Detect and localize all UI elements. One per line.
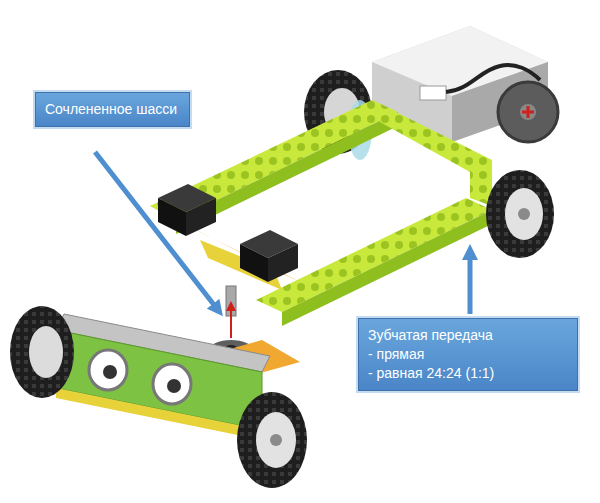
beam xyxy=(380,104,492,206)
plug xyxy=(420,86,446,100)
eye xyxy=(89,350,127,390)
callout-text: Сочлененное шасси xyxy=(45,100,177,119)
hub-center xyxy=(518,208,530,220)
brick xyxy=(268,244,298,282)
gear xyxy=(498,82,558,142)
callout-box: Сочлененное шасси xyxy=(35,92,190,127)
brick xyxy=(186,198,216,236)
hub xyxy=(256,412,296,468)
callout-pointer xyxy=(468,252,473,314)
gear-center xyxy=(520,104,536,120)
tire xyxy=(486,170,554,258)
callout-text: - равная 24:24 (1:1) xyxy=(368,364,494,383)
callout-box: Зубчатая передача- прямая- равная 24:24 … xyxy=(358,318,578,391)
callout-text: - прямая xyxy=(368,345,424,364)
axle xyxy=(522,106,534,118)
front-axle-module xyxy=(10,306,307,488)
beam xyxy=(256,198,492,312)
brick xyxy=(240,244,268,282)
hub-center xyxy=(270,434,282,446)
tire xyxy=(10,306,74,398)
brick xyxy=(158,198,186,236)
tire xyxy=(237,392,307,488)
pupil xyxy=(167,379,181,393)
pupil xyxy=(103,365,117,379)
rear-right-wheel xyxy=(486,170,554,258)
callout-pointer xyxy=(95,152,218,310)
beam-side xyxy=(282,210,492,326)
hub xyxy=(29,326,63,378)
assembly-arrow xyxy=(230,306,232,338)
callout-text: Зубчатая передача xyxy=(368,326,493,345)
hub xyxy=(505,188,543,240)
eye xyxy=(153,364,191,404)
